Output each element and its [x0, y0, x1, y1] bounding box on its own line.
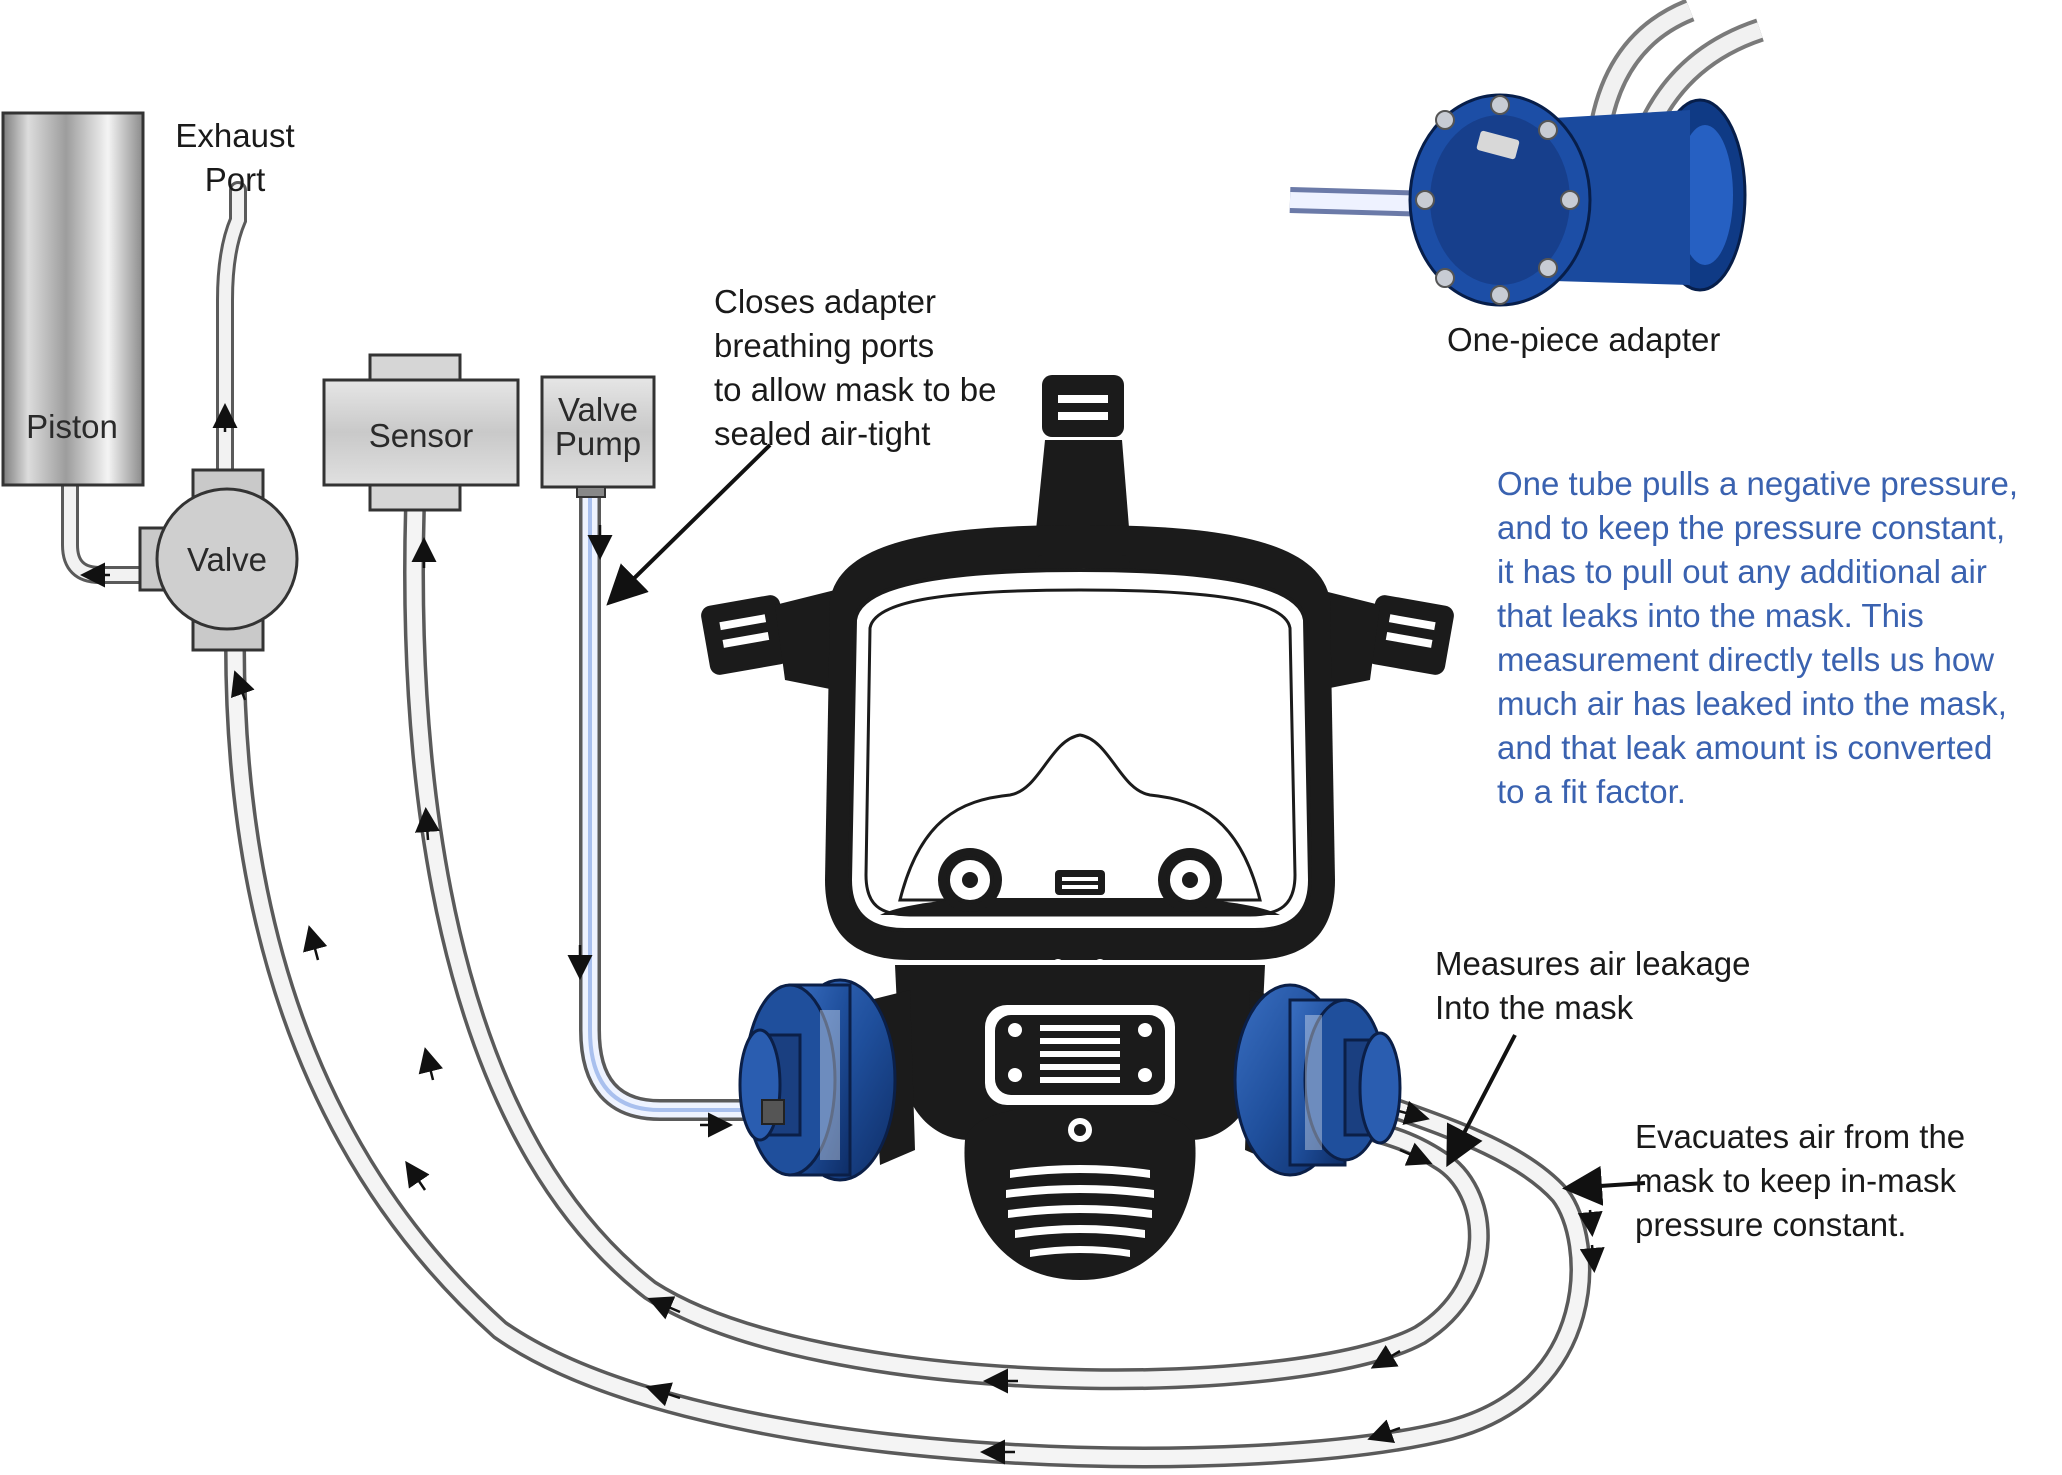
flow-arrow-icon	[1577, 1209, 1603, 1237]
closes-adapter-label: Closes adapter breathing ports to allow …	[714, 280, 996, 456]
flow-arrow-icon	[1370, 1344, 1401, 1369]
piston-label: Piston	[26, 408, 118, 445]
exhaust-port-label-line2: Port	[204, 161, 266, 198]
flow-arrow-icon	[647, 1296, 681, 1320]
exhaust-port-label: Exhaust Port	[160, 114, 310, 202]
explanation-line-6: much air has leaked into the mask,	[1497, 685, 2007, 722]
leader-line-evacuates	[1562, 1165, 1646, 1206]
filter-adapter-left	[738, 978, 915, 1182]
closes-adapter-line2: breathing ports	[714, 327, 935, 364]
piston-cylinder	[1, 111, 145, 487]
side-strap-left	[701, 590, 835, 690]
measures-leakage-line1: Measures air leakage	[1435, 945, 1751, 982]
filter-adapter-right	[1233, 983, 1402, 1177]
explanation-line-2: and to keep the pressure constant,	[1497, 509, 2006, 546]
valve-pump-tube	[579, 479, 781, 1121]
explanation-line-5: measurement directly tells us how	[1497, 641, 1995, 678]
explanation-line-8: to a fit factor.	[1497, 773, 1686, 810]
closes-adapter-line1: Closes adapter	[714, 283, 936, 320]
flow-arrow-icon	[414, 807, 440, 841]
explanation-text: One tube pulls a negative pressure, and …	[1497, 462, 2018, 814]
flow-arrow-icon	[231, 670, 255, 701]
sensor-box	[322, 353, 520, 512]
flow-arrow-icon	[1394, 1100, 1430, 1125]
valve-pump-label-line1: Valve	[557, 391, 639, 428]
closes-adapter-line4: sealed air-tight	[714, 415, 931, 452]
exhaust-port-tube	[216, 181, 247, 479]
leader-line-measures	[1446, 1034, 1517, 1168]
one-piece-adapter-icon	[1289, 0, 1764, 307]
flow-arrow-icon	[418, 1047, 443, 1081]
valve-body	[138, 468, 299, 652]
flow-arrow-icon	[645, 1382, 681, 1407]
outer-return-tube	[224, 634, 1592, 1469]
piston-valve-tube	[61, 471, 149, 584]
valve-label: Valve	[186, 541, 268, 578]
leader-lines	[606, 443, 1646, 1206]
side-strap-right	[1320, 590, 1454, 690]
closes-adapter-line3: to allow mask to be	[714, 371, 997, 408]
respirator-mask-icon	[701, 375, 1454, 1280]
explanation-line-7: and that leak amount is converted	[1497, 729, 1993, 766]
flow-arrow-icon	[1399, 1142, 1433, 1166]
flow-arrow-icons	[80, 403, 1605, 1465]
explanation-line-1: One tube pulls a negative pressure,	[1497, 465, 2018, 502]
flow-arrow-icon	[405, 1160, 430, 1191]
one-piece-adapter-label: One-piece adapter	[1447, 321, 1721, 358]
valve-pump-label-line2: Pump	[554, 425, 642, 462]
flow-arrow-icon	[1367, 1419, 1401, 1444]
flow-arrow-icon	[303, 925, 328, 961]
leader-line-closes-adapter	[606, 443, 772, 606]
inner-valve-right	[1158, 848, 1222, 912]
sensor-label: Sensor	[368, 417, 474, 454]
inner-valve-left	[938, 848, 1002, 912]
measures-leakage-line2: Into the mask	[1435, 989, 1634, 1026]
measures-leakage-label: Measures air leakage Into the mask	[1435, 942, 1751, 1030]
explanation-line-3: it has to pull out any additional air	[1497, 553, 1987, 590]
evacuates-air-line2: mask to keep in-mask	[1635, 1162, 1956, 1199]
flow-arrow-icon	[1579, 1244, 1605, 1273]
valve-pump-label: Valve Pump	[542, 393, 654, 461]
evacuates-air-label: Evacuates air from the mask to keep in-m…	[1635, 1115, 1965, 1247]
explanation-line-4: that leaks into the mask. This	[1497, 597, 1924, 634]
evacuates-air-line3: pressure constant.	[1635, 1206, 1907, 1243]
exhaust-port-label-line1: Exhaust	[175, 117, 295, 154]
evacuates-air-line1: Evacuates air from the	[1635, 1118, 1966, 1155]
valve-pump-box	[540, 375, 656, 498]
